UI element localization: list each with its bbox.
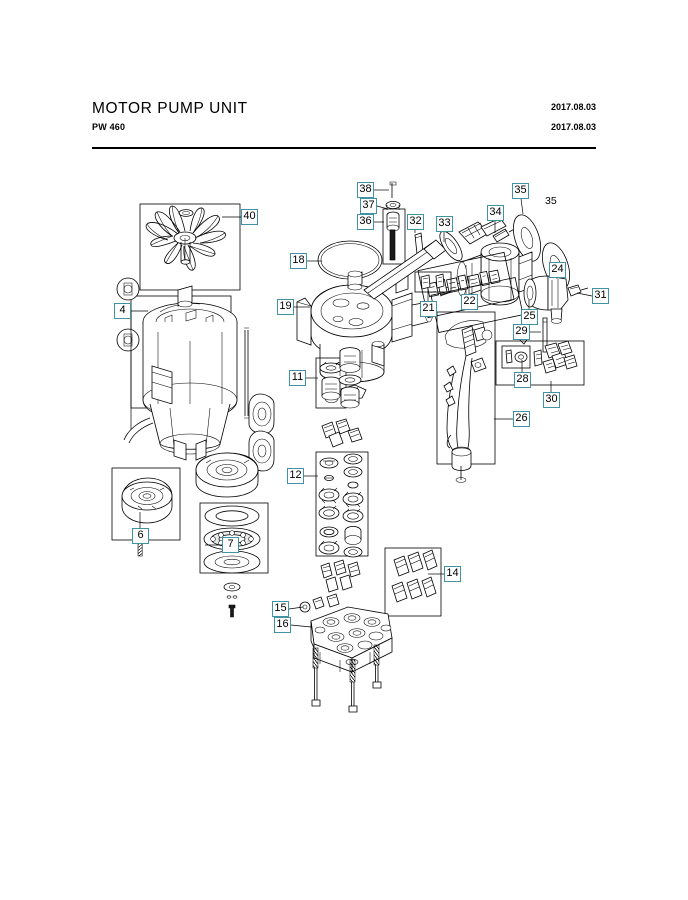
date-primary: 2017.08.03 bbox=[550, 102, 596, 112]
model-label: PW 460 bbox=[92, 122, 126, 132]
bushing-lower bbox=[116, 328, 140, 352]
callout-29[interactable]: 29 bbox=[513, 324, 530, 340]
callout-28[interactable]: 28 bbox=[514, 372, 531, 388]
callout-31[interactable]: 31 bbox=[592, 288, 609, 304]
bushing-upper bbox=[116, 277, 140, 301]
callout-25[interactable]: 25 bbox=[521, 309, 538, 325]
manifold-group bbox=[495, 340, 585, 386]
callout-37[interactable]: 37 bbox=[360, 198, 377, 214]
elbow-fitting-group bbox=[523, 275, 589, 324]
seal-kit-12 bbox=[315, 451, 369, 558]
callout-4[interactable]: 4 bbox=[114, 303, 131, 319]
fitting-cluster-mid bbox=[321, 418, 363, 448]
bearing-cup-2 bbox=[248, 430, 275, 472]
page-header: MOTOR PUMP UNIT PW 460 2017.08.03 2017.0… bbox=[92, 100, 596, 150]
seal-col-right bbox=[342, 453, 364, 558]
callout-16[interactable]: 16 bbox=[274, 617, 291, 633]
callout-14[interactable]: 14 bbox=[444, 566, 461, 582]
callout-36[interactable]: 36 bbox=[357, 214, 374, 230]
fasteners-bottom bbox=[311, 644, 382, 713]
callout-38[interactable]: 38 bbox=[357, 182, 374, 198]
small-parts-21 bbox=[414, 271, 452, 293]
valve-set-14 bbox=[384, 547, 442, 617]
fitting-cluster-lower bbox=[320, 559, 361, 593]
washer-group-a bbox=[512, 214, 542, 262]
callout-12[interactable]: 12 bbox=[287, 468, 304, 484]
callout-24[interactable]: 24 bbox=[549, 262, 566, 278]
date-secondary: 2017.08.03 bbox=[550, 122, 596, 132]
valve-plate-16 bbox=[310, 606, 393, 673]
callout-35[interactable]: 35 bbox=[512, 183, 529, 199]
callout-34[interactable]: 34 bbox=[487, 205, 504, 221]
callout-21[interactable]: 21 bbox=[420, 301, 437, 317]
page-title: MOTOR PUMP UNIT bbox=[92, 100, 248, 117]
ball-bearing bbox=[203, 527, 261, 551]
callout-30[interactable]: 30 bbox=[543, 392, 560, 408]
callout-7[interactable]: 7 bbox=[222, 537, 239, 553]
callout-26[interactable]: 26 bbox=[513, 411, 530, 427]
plain-label-35: 35 bbox=[545, 195, 557, 207]
callout-11[interactable]: 11 bbox=[289, 370, 306, 386]
callout-18[interactable]: 18 bbox=[290, 253, 307, 269]
valve-kit-11 bbox=[315, 357, 347, 409]
seal-col-left bbox=[318, 457, 340, 555]
callout-22[interactable]: 22 bbox=[461, 294, 478, 310]
callout-32[interactable]: 32 bbox=[407, 214, 424, 230]
header-rule bbox=[92, 147, 596, 149]
fittings-15 bbox=[299, 593, 340, 613]
callout-15[interactable]: 15 bbox=[272, 601, 289, 617]
group-box-6 bbox=[111, 467, 181, 557]
group-box-40 bbox=[139, 203, 241, 291]
motor-housing-group bbox=[116, 277, 275, 472]
callout-40[interactable]: 40 bbox=[241, 209, 258, 225]
piston-block-group bbox=[417, 242, 533, 333]
sensor-assembly-group bbox=[382, 181, 406, 265]
bearing-cup-1 bbox=[248, 393, 275, 435]
callout-19[interactable]: 19 bbox=[277, 299, 294, 315]
shaft-group bbox=[363, 217, 507, 300]
bearing-stack-group bbox=[195, 452, 269, 618]
wiring-harness-group bbox=[436, 311, 496, 483]
callout-33[interactable]: 33 bbox=[436, 216, 453, 232]
valve-parts-right bbox=[338, 347, 362, 409]
callout-6[interactable]: 6 bbox=[132, 528, 149, 544]
